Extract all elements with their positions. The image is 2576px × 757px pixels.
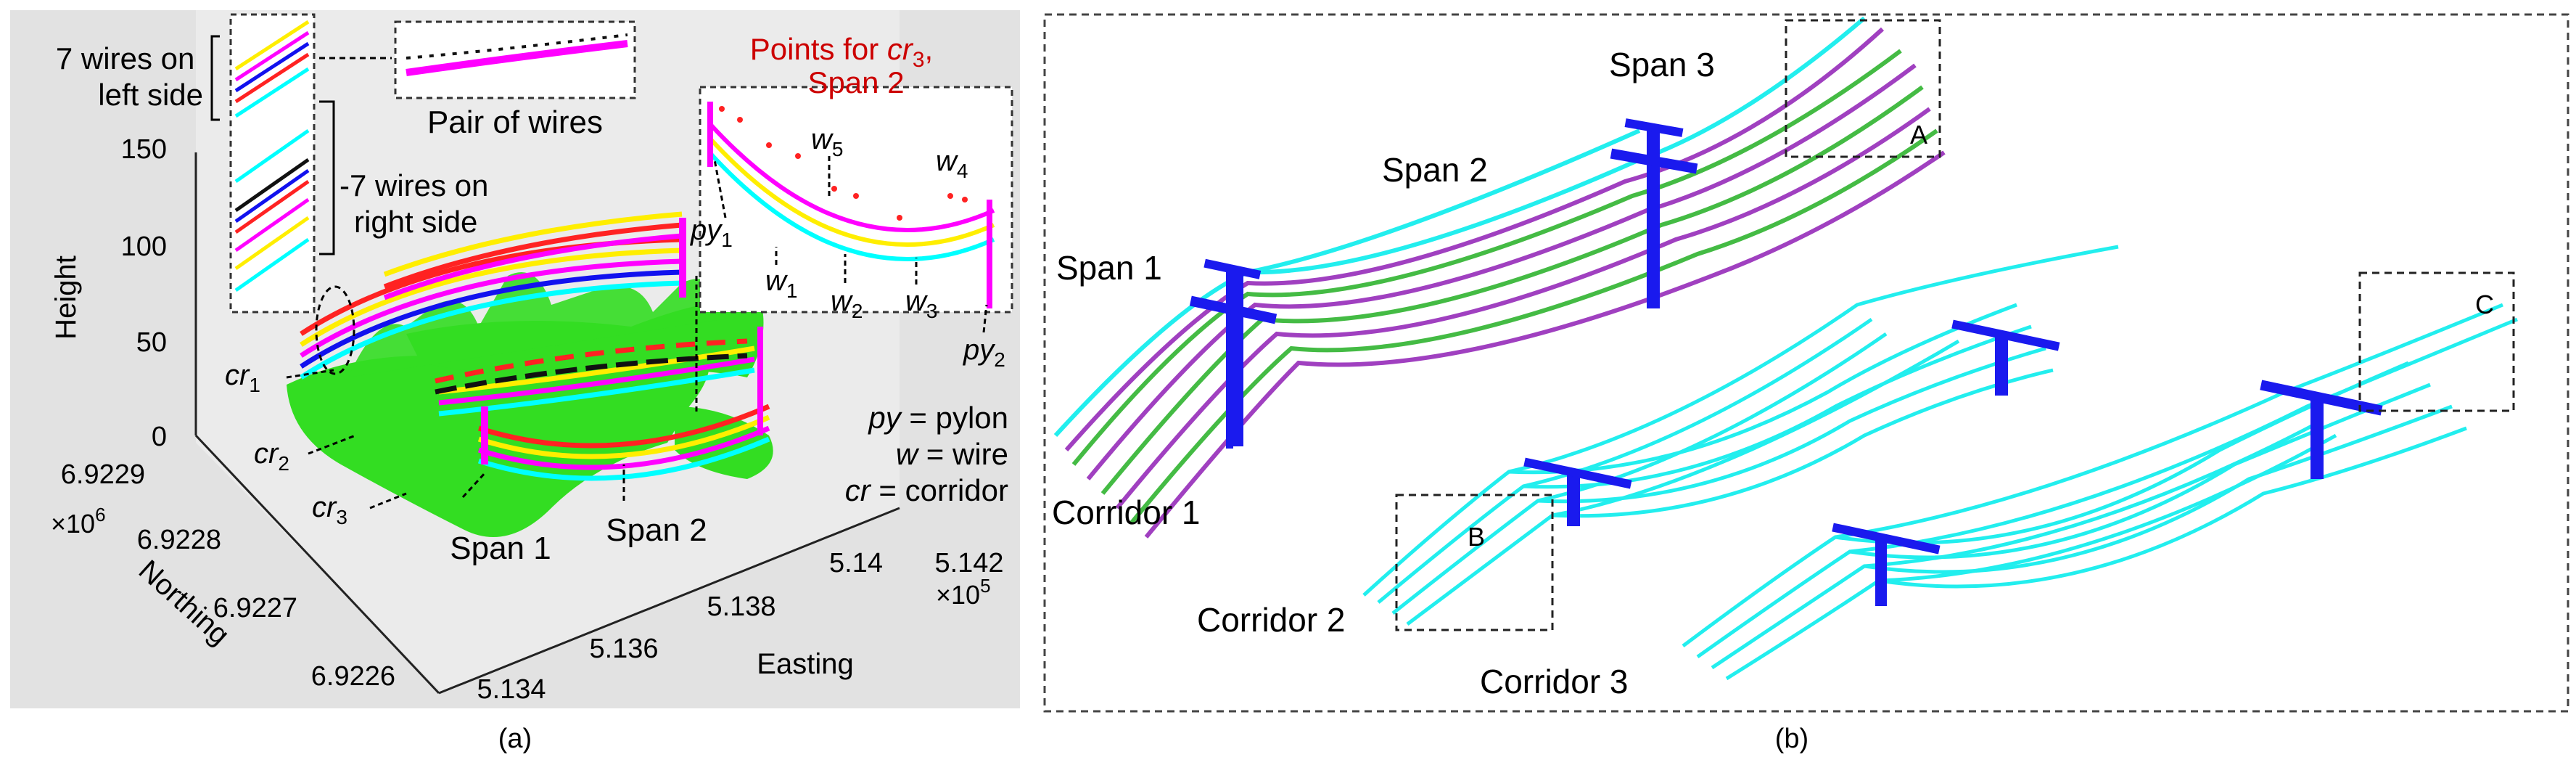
box-b (1395, 494, 1554, 631)
box-a-label: A (1910, 120, 1927, 150)
box-c-label: C (2475, 290, 2494, 319)
points-cr3-subtitle: Span 2 (807, 65, 904, 99)
corridor1-label: Corridor 1 (1052, 494, 1201, 531)
corridor-3-pylons (1832, 380, 2383, 606)
span-2-wires (435, 338, 770, 481)
box-c (2358, 271, 2515, 412)
legend-cr: cr = corridor (845, 473, 1008, 507)
inset-pair-of-wires (394, 20, 636, 99)
y-tick: 6.9227 (213, 593, 297, 623)
label-cr2: cr2 (254, 438, 289, 475)
z-axis-ticks: 150 100 50 0 (121, 134, 167, 452)
corridor-1-pylons (1189, 118, 1698, 449)
axis-floor-wall (10, 10, 1020, 708)
y-tick: 6.9226 (311, 661, 395, 692)
caption-a: (a) (498, 724, 532, 754)
label-w1: w1 (765, 265, 797, 302)
span2-label-a: Span 2 (606, 512, 707, 548)
label-w3: w3 (905, 285, 937, 322)
axis-edges (194, 152, 900, 695)
corridor-2-wires (1362, 245, 2119, 626)
points-cr3-title: Points for cr3, (750, 32, 933, 72)
pylons-a (481, 218, 763, 465)
label-cr1: cr1 (225, 359, 260, 396)
corridor-2-pylons (1523, 319, 2060, 526)
span1-label-b: Span 1 (1056, 249, 1162, 287)
inset-wires (229, 13, 316, 314)
label-py2: py2 (963, 334, 1005, 371)
y-tick: 6.9229 (61, 459, 145, 490)
y-tick: 6.9228 (137, 525, 221, 555)
x-tick: 5.136 (589, 634, 658, 664)
label-w5: w5 (811, 123, 843, 160)
span3-label-b: Span 3 (1609, 46, 1715, 83)
panel-b-labels: Span 1 Span 2 Span 3 Corridor 1 Corridor… (1052, 46, 1715, 700)
x-tick: 5.134 (477, 674, 546, 705)
x-axis-label: Easting (757, 648, 853, 680)
z-axis-label: Height (50, 255, 82, 340)
box-a (1785, 19, 1941, 158)
panel-a: 150 100 50 0 Height 6.9229 6.9228 6.9227… (10, 10, 1020, 754)
z-tick: 150 (121, 134, 167, 165)
wires-right-label: -7 wires on right side (340, 168, 497, 239)
box-b-label: B (1468, 522, 1485, 552)
label-cr3: cr3 (312, 491, 347, 528)
inset-boxes-b (1395, 19, 2515, 631)
inset-points-cr3 (699, 86, 1013, 314)
span1-label-a: Span 1 (450, 531, 551, 566)
inset-brackets (210, 35, 335, 255)
corridor-1-wires (1053, 16, 1946, 539)
corridor-3-wires (1682, 303, 2518, 681)
legend-py: py = pylon (867, 401, 1008, 435)
x-tick: 5.142 (934, 548, 1003, 578)
x-axis-ticks: 5.134 5.136 5.138 5.14 5.142 (477, 548, 1003, 705)
x-tick: 5.138 (707, 592, 775, 622)
caption-b: (b) (1775, 724, 1808, 754)
z-tick: 100 (121, 232, 167, 262)
dashed-ellipse (315, 285, 355, 375)
panel-b: A B C Span 1 Span 2 Span 3 Corridor 1 Co… (1043, 13, 2569, 754)
x-tick: 5.14 (829, 548, 883, 578)
corridor2-label: Corridor 2 (1197, 601, 1346, 639)
label-w2: w2 (831, 285, 863, 322)
legend-a: py = pylon w = wire cr = corridor (845, 401, 1008, 507)
annotation-arrows-a (286, 156, 988, 510)
y-axis-multiplier: ×106 (51, 504, 106, 539)
span-1-wires (300, 211, 683, 380)
corridor3-label: Corridor 3 (1480, 663, 1629, 700)
legend-w: w = wire (896, 437, 1008, 471)
label-w4: w4 (936, 145, 968, 182)
z-tick: 50 (136, 327, 167, 358)
span2-label-b: Span 2 (1382, 151, 1488, 189)
pair-of-wires-label: Pair of wires (427, 105, 603, 140)
label-py1: py1 (690, 214, 733, 251)
wires-left-label: 7 wires on left side (56, 41, 203, 112)
x-axis-multiplier: ×105 (936, 575, 991, 610)
inset-labels: w5 w4 py1 w1 w2 w3 py2 cr1 cr2 cr3 (225, 123, 1005, 528)
z-tick: 0 (152, 422, 167, 452)
y-axis-ticks: 6.9229 6.9228 6.9227 6.9226 (61, 459, 395, 692)
